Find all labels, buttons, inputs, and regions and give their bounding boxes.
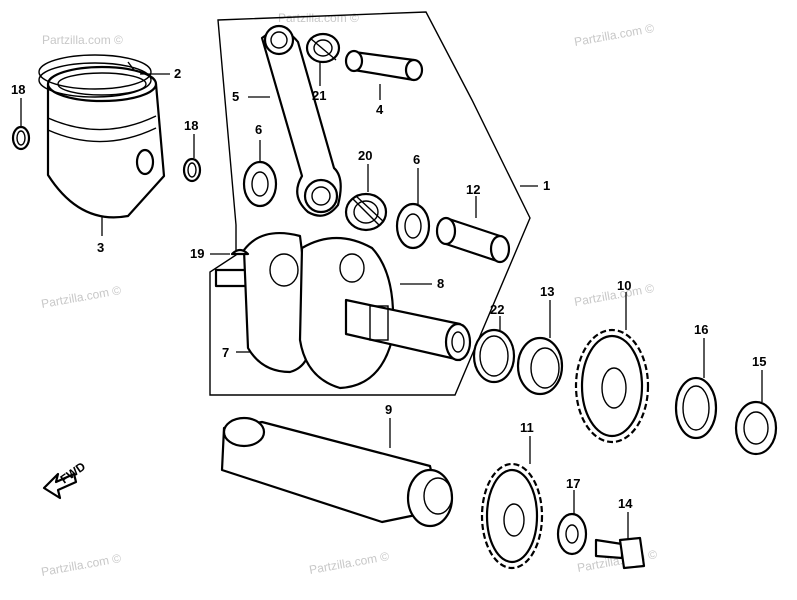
callout-22: 22 <box>490 302 504 317</box>
piston-rings <box>38 54 152 98</box>
callout-10: 10 <box>617 278 631 293</box>
piston-pin-clip-right <box>182 157 202 183</box>
forward-direction-indicator: FWD <box>42 459 88 500</box>
thrust-washer-left <box>242 160 278 208</box>
piston <box>46 65 166 219</box>
callout-3: 3 <box>97 240 104 255</box>
callout-16: 16 <box>694 322 708 337</box>
watermark: Partzilla.com © <box>308 549 390 577</box>
callout-18-right: 18 <box>184 118 198 133</box>
callout-19: 19 <box>190 246 204 261</box>
thrust-washer-right <box>395 202 431 250</box>
callout-labels: 1 2 3 4 5 6 6 7 8 9 10 11 12 13 14 15 16… <box>11 66 766 511</box>
crankshaft-right <box>298 237 472 390</box>
callout-2: 2 <box>174 66 181 81</box>
callout-6-right: 6 <box>413 152 420 167</box>
crankshaft-assembly-boundary <box>209 11 531 396</box>
callout-21: 21 <box>312 88 326 103</box>
piston-pin-clip-left <box>11 125 31 151</box>
piston-pin <box>344 49 424 82</box>
callout-5: 5 <box>232 89 239 104</box>
gear-nut <box>734 400 778 456</box>
oil-seal <box>472 328 516 384</box>
watermark: Partzilla.com © <box>40 283 122 311</box>
bolt <box>594 536 646 570</box>
crankshaft-left <box>214 232 314 374</box>
callout-11: 11 <box>520 420 534 435</box>
callout-9: 9 <box>385 402 392 417</box>
callout-4: 4 <box>376 102 384 117</box>
callout-15: 15 <box>752 354 766 369</box>
callout-17: 17 <box>566 476 580 491</box>
callout-6-left: 6 <box>255 122 262 137</box>
watermark: Partzilla.com © <box>573 281 655 309</box>
washer <box>556 512 588 556</box>
balancer-shaft <box>220 416 454 528</box>
watermark: Partzilla.com © <box>573 21 655 49</box>
leader-lines <box>20 62 763 540</box>
callout-20: 20 <box>358 148 372 163</box>
callout-1: 1 <box>543 178 550 193</box>
callout-12: 12 <box>466 182 480 197</box>
small-end-bearing <box>305 32 341 64</box>
crankshaft-bearing <box>516 336 564 396</box>
watermark: Partzilla.com © <box>42 33 123 47</box>
callout-13: 13 <box>540 284 554 299</box>
balancer-driven-gear <box>480 462 544 570</box>
watermark: Partzilla.com © <box>278 11 359 25</box>
connecting-rod <box>260 24 342 217</box>
callout-18-left: 18 <box>11 82 25 97</box>
crank-pin <box>435 216 511 264</box>
watermark: Partzilla.com © <box>40 551 122 579</box>
woodruff-key <box>230 248 250 256</box>
lock-plate <box>674 376 718 440</box>
big-end-bearing <box>344 192 388 232</box>
callout-8: 8 <box>437 276 444 291</box>
callout-7: 7 <box>222 345 229 360</box>
primary-drive-gear <box>574 328 650 444</box>
callout-14: 14 <box>618 496 633 511</box>
